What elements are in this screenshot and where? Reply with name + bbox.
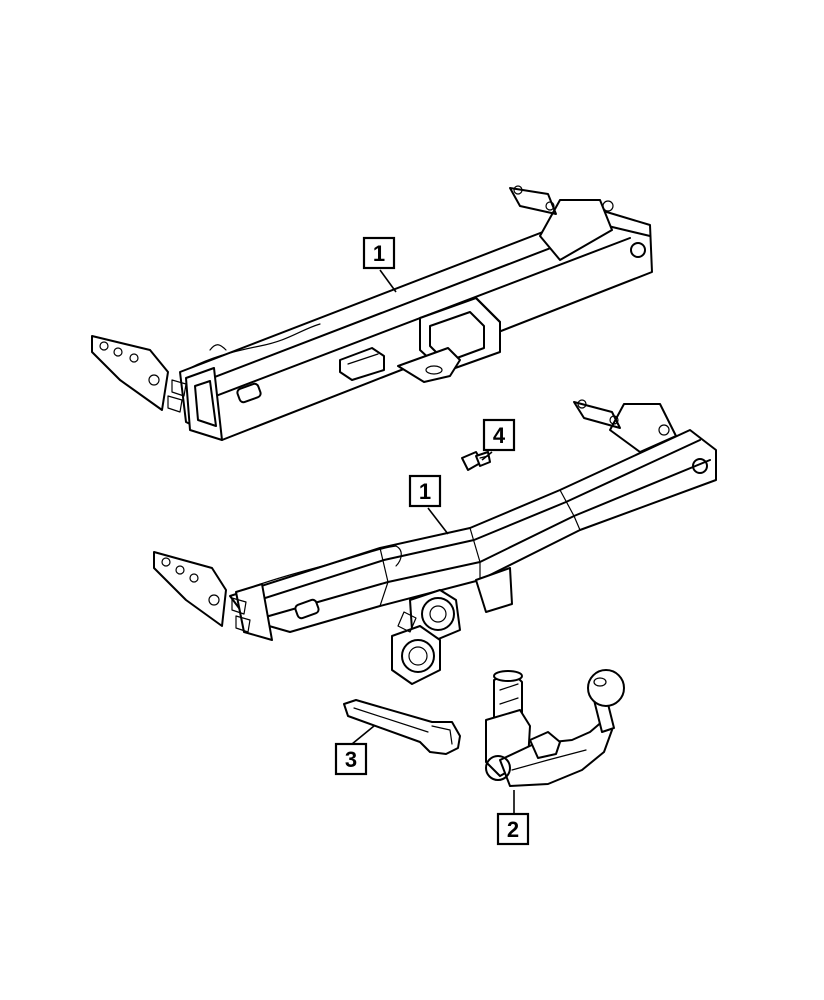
tow-ball-part-2 — [485, 669, 625, 787]
bolt-part-4 — [461, 451, 491, 471]
upper-hitch-receiver — [91, 185, 653, 441]
callout-label-3: 3 — [345, 747, 357, 772]
callout-4: 4 — [481, 418, 516, 461]
callout-label-4: 4 — [493, 423, 506, 448]
callout-1-upper: 1 — [362, 236, 397, 293]
callout-3: 3 — [334, 725, 375, 776]
callout-2: 2 — [496, 790, 530, 846]
lower-tow-bar — [153, 399, 717, 685]
handle-part-3 — [343, 699, 461, 755]
callout-1-lower: 1 — [408, 474, 449, 535]
callout-label-1-upper: 1 — [373, 241, 385, 266]
callout-label-1-lower: 1 — [419, 479, 431, 504]
callout-label-2: 2 — [507, 817, 519, 842]
